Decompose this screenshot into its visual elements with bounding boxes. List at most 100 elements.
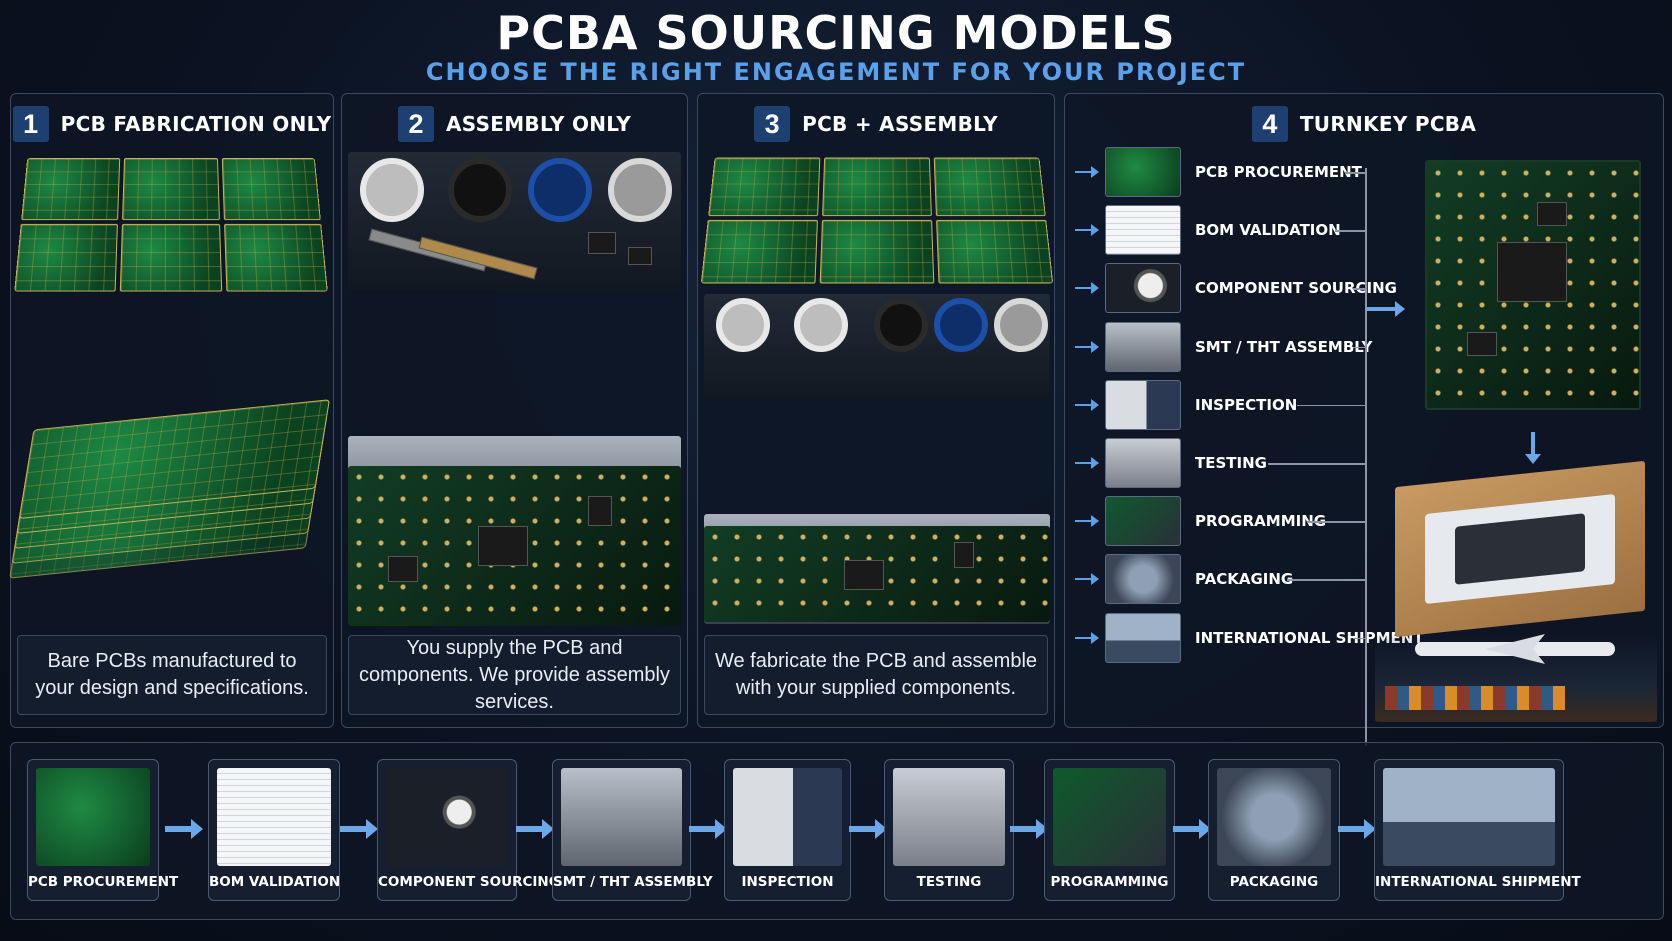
turnkey-step: PCB PROCUREMENT [1075,146,1362,198]
pick-and-place-icon [1105,321,1181,372]
shipping-transport-image [1375,634,1657,722]
reel-icon [386,768,508,866]
panel-header: 4 TURNKEY PCBA [1065,104,1663,144]
process-step: TESTING [884,759,1014,901]
programming-station-icon [1053,768,1166,866]
arrow-right-icon [515,819,554,839]
connector-line [1335,230,1365,232]
inspection-machine-icon [1105,379,1181,430]
process-step: INSPECTION [724,759,851,901]
arrow-right-icon [1172,819,1211,839]
programming-station-icon [1105,496,1181,547]
connector-line [1353,288,1365,290]
arrow-right-icon [1075,515,1099,528]
turnkey-step: INTERNATIONAL SHIPMENT [1075,612,1424,664]
arrow-right-icon [1075,166,1099,178]
turnkey-step: PACKAGING [1075,553,1293,605]
pcb-stack-image [9,399,330,579]
spreadsheet-icon [1105,205,1181,256]
process-step: INTERNATIONAL SHIPMENT [1374,759,1581,901]
process-step-label: BOM VALIDATION [209,874,341,890]
process-step-label: SMT / THT ASSEMBLY [553,874,713,890]
test-equipment-icon [893,768,1005,866]
process-step-label: INTERNATIONAL SHIPMENT [1375,874,1581,890]
process-flow-strip: PCB PROCUREMENT BOM VALIDATION COMPONENT S… [10,742,1664,920]
pcb-panel-image [700,157,1054,284]
turnkey-step-label: PACKAGING [1195,570,1294,589]
connector-line [1345,172,1365,174]
pcb-icon [1105,147,1181,197]
pcb-panel-image [14,158,328,292]
pick-and-place-icon [561,768,682,866]
component-reels-image [348,152,681,290]
model-panel-assembly-only: 2 ASSEMBLY ONLY You supply the PCB and c… [341,93,688,728]
package-icon [1105,554,1181,605]
page-subtitle: CHOOSE THE RIGHT ENGAGEMENT FOR YOUR PRO… [425,58,1247,86]
turnkey-step: TESTING [1075,437,1267,489]
turnkey-step: COMPONENT SOURCING [1075,262,1397,314]
package-icon [1217,768,1331,866]
arrow-right-icon [1075,224,1099,237]
reel-icon [1105,263,1181,314]
model-number-badge: 4 [1251,106,1288,142]
model-description: Bare PCBs manufactured to your design an… [17,635,327,715]
process-step: BOM VALIDATION [208,759,340,901]
arrow-right-icon [339,819,378,839]
model-number-badge: 1 [12,106,49,142]
page-title: PCBA SOURCING MODELS [496,6,1176,60]
process-step: COMPONENT SOURCING [377,759,560,901]
assembled-pcb-image [704,526,1050,622]
spreadsheet-icon [217,768,331,866]
turnkey-step: INSPECTION [1075,379,1297,431]
inspection-machine-icon [733,768,842,866]
turnkey-step: PROGRAMMING [1075,495,1326,547]
process-step: PACKAGING [1208,759,1340,901]
panel-header: 2 ASSEMBLY ONLY [342,104,687,144]
model-title: PCB + ASSEMBLY [802,112,998,136]
connector-line [1297,404,1365,407]
process-step-label: TESTING [916,874,982,890]
arrow-right-icon [1075,457,1099,469]
package-box-image [1395,460,1645,638]
pcb-icon [36,768,150,866]
component-reels-image [704,294,1050,400]
connector-line [1353,637,1365,640]
arrow-right-icon [848,819,887,839]
arrow-right-icon [1367,301,1405,317]
turnkey-step-label: PCB PROCUREMENT [1195,163,1362,181]
turnkey-step-label: COMPONENT SOURCING [1195,279,1397,298]
turnkey-step-label: SMT / THT ASSEMBLY [1195,337,1373,356]
process-step-label: COMPONENT SOURCING [378,874,560,890]
turnkey-step: BOM VALIDATION [1075,204,1341,256]
model-description: You supply the PCB and components. We pr… [348,635,681,715]
arrow-down-icon [1525,432,1541,464]
arrow-right-icon [1075,573,1099,586]
process-step-label: PCB PROCUREMENT [28,874,179,890]
turnkey-step-label: BOM VALIDATION [1195,221,1341,240]
process-step-label: PROGRAMMING [1050,874,1169,890]
assembled-pcb-image [348,466,681,626]
model-title: ASSEMBLY ONLY [445,112,632,136]
connector-line [1306,521,1365,523]
airplane-ship-icon [1383,768,1555,866]
turnkey-step-label: INSPECTION [1195,395,1298,414]
connector-line [1287,579,1365,581]
arrow-right-icon [1075,340,1099,353]
process-step: PCB PROCUREMENT [27,759,179,901]
process-step: PROGRAMMING [1044,759,1175,901]
airplane-ship-icon [1105,612,1181,663]
connector-line [1365,168,1367,746]
model-description: We fabricate the PCB and assemble with y… [704,635,1048,715]
model-title: PCB FABRICATION ONLY [60,112,332,136]
arrow-right-icon [688,819,727,839]
turnkey-step-label: PROGRAMMING [1195,512,1327,531]
connector-line [1268,463,1365,465]
finished-pcba-image [1425,160,1641,410]
panel-header: 3 PCB + ASSEMBLY [698,104,1054,144]
turnkey-step: SMT / THT ASSEMBLY [1075,321,1372,373]
arrow-right-icon [164,819,203,839]
arrow-right-icon [1338,819,1376,839]
model-panel-turnkey: 4 TURNKEY PCBA PCB PROCUREMENT BOM VALIDA… [1064,93,1664,746]
model-panel-pcb-fabrication: 1 PCB FABRICATION ONLY Bare PCBs manufac… [9,93,334,728]
model-number-badge: 2 [397,106,434,142]
